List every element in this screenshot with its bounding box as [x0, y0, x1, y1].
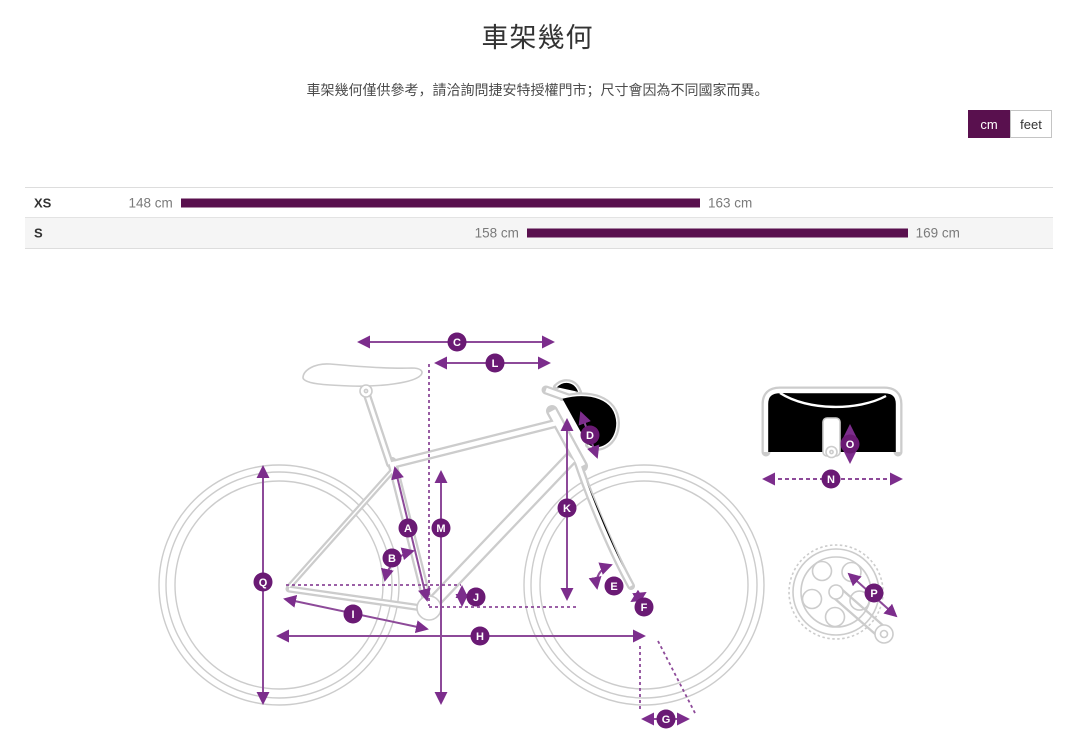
geometry-label-m: [431, 518, 451, 538]
height-range-bar: [526, 228, 908, 238]
geometry-label-e: [604, 576, 624, 596]
size-row-s[interactable]: S 158 cm 169 cm: [25, 218, 1053, 248]
unit-feet-button[interactable]: feet: [1010, 110, 1052, 138]
svg-text:B: B: [388, 553, 396, 565]
geometry-label-c: [447, 332, 467, 352]
svg-text:M: M: [436, 523, 445, 535]
geometry-label-p: [864, 583, 884, 603]
geometry-label-o: [840, 434, 860, 454]
geometry-label-g: [656, 709, 676, 729]
svg-text:I: I: [351, 609, 354, 621]
svg-text:C: C: [453, 337, 461, 349]
range-min-label: 158 cm: [474, 225, 519, 241]
range-max-label: 163 cm: [707, 195, 753, 210]
geometry-label-b: [382, 548, 402, 568]
svg-text:H: H: [476, 631, 484, 643]
geometry-label-l: [485, 353, 505, 373]
svg-text:N: N: [827, 474, 835, 486]
svg-text:P: P: [870, 588, 877, 600]
svg-text:A: A: [404, 523, 412, 535]
size-table: XS 148 cm 163 cm S 158 cm 169 cm: [25, 187, 1053, 249]
svg-text:O: O: [846, 439, 855, 451]
svg-text:K: K: [563, 503, 571, 515]
geometry-label-k: [557, 498, 577, 518]
geometry-label-i: [343, 604, 363, 624]
unit-toggle: cm feet: [968, 110, 1052, 138]
geometry-label-j: [466, 587, 486, 607]
geometry-label-q: [253, 572, 273, 592]
svg-text:D: D: [586, 430, 594, 442]
geometry-label-n: [821, 469, 841, 489]
unit-cm-button[interactable]: cm: [968, 110, 1010, 138]
range-max-label: 169 cm: [915, 225, 960, 241]
geometry-label-h: [470, 626, 490, 646]
svg-text:F: F: [641, 602, 648, 614]
height-range-bar: [180, 198, 700, 207]
svg-text:J: J: [473, 592, 479, 604]
size-row-xs[interactable]: XS 148 cm 163 cm: [25, 188, 1053, 218]
size-label: XS: [34, 195, 52, 210]
geometry-label-a: [398, 518, 418, 538]
page-subtitle: 車架幾何僅供參考，請洽詢問捷安特授權門市；尺寸會因為不同國家而異。: [306, 82, 769, 98]
bike-frame-outline: [288, 381, 901, 638]
saddle: [302, 363, 423, 387]
range-min-label: 148 cm: [128, 195, 173, 210]
geometry-label-f: [634, 597, 654, 617]
size-label: S: [34, 225, 43, 241]
svg-text:Q: Q: [259, 577, 268, 589]
geometry-letter-badges: A B C D E F G H I J K L M N O P Q: [253, 332, 884, 729]
geometry-diagram: A B C D E F G H I J K L M N O P Q: [158, 332, 903, 729]
geometry-label-d: [580, 425, 600, 445]
svg-text:L: L: [492, 358, 499, 370]
page-title: 車架幾何: [481, 23, 594, 53]
svg-text:G: G: [662, 714, 671, 726]
svg-text:E: E: [610, 581, 617, 593]
